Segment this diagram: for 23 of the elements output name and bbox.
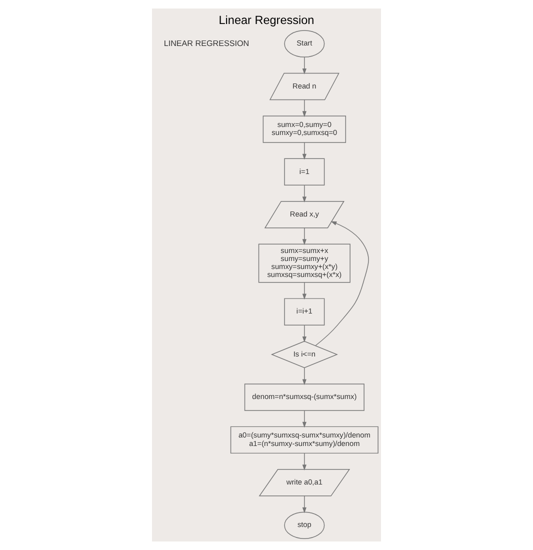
node-box: i=i+1	[284, 298, 325, 326]
arrow	[302, 142, 306, 160]
arrow	[302, 228, 306, 246]
arrow	[302, 452, 306, 470]
arrow	[302, 324, 306, 342]
arrow	[302, 56, 306, 74]
diagram-title: Linear Regression	[218, 14, 314, 27]
node-box: sumx=sumx+x sumy=sumy+y sumxy=sumxy+(x*y) sumxsq=sumxsq+(x*x)	[258, 244, 350, 283]
arrow	[302, 184, 306, 202]
arrow	[302, 410, 306, 428]
arrow	[302, 496, 306, 514]
node-ellipse: stop	[284, 512, 325, 539]
arrow	[302, 282, 306, 300]
arrow	[315, 221, 369, 346]
node-box: denom=n*sumxsq-(sumx*sumx)	[244, 384, 364, 411]
arrow	[302, 99, 306, 118]
node-ellipse: Start	[284, 30, 325, 58]
node-box: a0=(sumy*sumxsq-sumx*sumxy)/denom a1=(n*sumxy-sumx*sumy)/denom	[230, 426, 378, 454]
node-box: sumx=0,sumy=0 sumxy=0,sumxsq=0	[262, 116, 346, 143]
node-box: i=1	[284, 158, 325, 186]
label: LINEAR REGRESSION	[164, 38, 250, 48]
node-diamond: Is i<=n	[270, 340, 338, 368]
arrow	[302, 368, 306, 386]
